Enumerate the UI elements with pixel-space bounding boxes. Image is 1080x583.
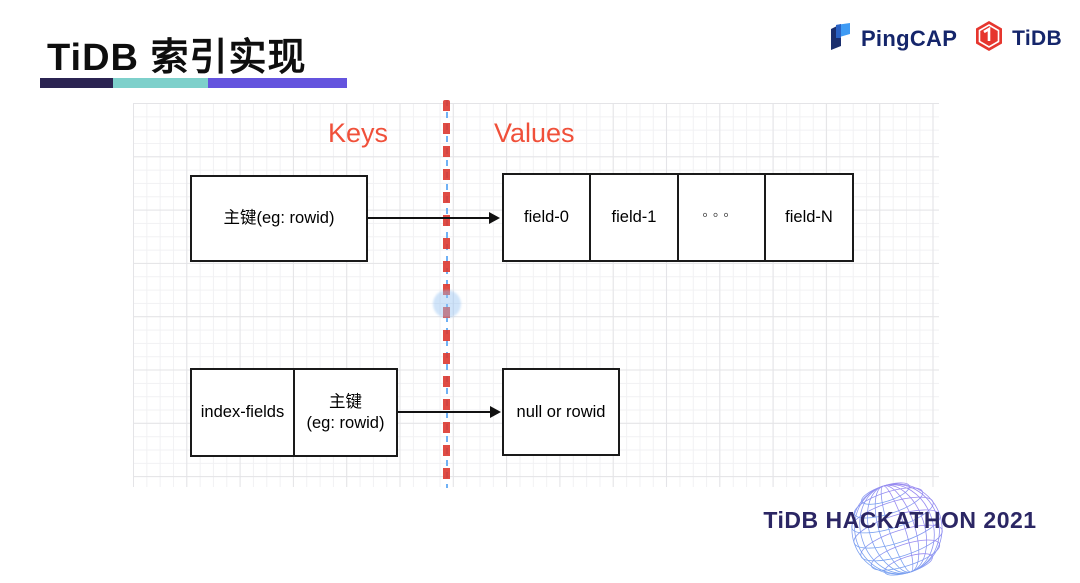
pointer-highlight-blob xyxy=(433,290,461,318)
row1-values-box: field-0 field-1 。。。 field-N xyxy=(502,173,854,262)
title-underline-bar xyxy=(40,78,347,88)
page-title: TiDB 索引实现 xyxy=(47,37,307,79)
tidb-cube-icon xyxy=(973,20,1005,57)
index-primary-key-line1: 主键 xyxy=(329,392,362,411)
title-bar-segment-teal xyxy=(113,78,208,88)
wireframe-globe-icon xyxy=(848,480,946,583)
title-bar-segment-purple xyxy=(208,78,347,88)
index-primary-key-cell: 主键 (eg: rowid) xyxy=(293,368,398,457)
tidb-logo: TiDB xyxy=(973,20,1062,57)
divider-red-dashes xyxy=(443,100,450,488)
pingcap-logo: PingCAP xyxy=(828,21,957,56)
row2-key-box: index-fields 主键 (eg: rowid) xyxy=(190,368,398,457)
row1-arrow xyxy=(368,212,500,224)
field-n-cell: field-N xyxy=(764,173,854,262)
row2-arrow xyxy=(398,406,501,418)
index-fields-cell: index-fields xyxy=(190,368,295,457)
values-column-label: Values xyxy=(494,118,575,148)
index-primary-key-line2: (eg: rowid) xyxy=(306,413,385,432)
pingcap-logo-label: PingCAP xyxy=(860,25,958,51)
keys-values-divider-line xyxy=(442,100,452,488)
tidb-logo-label: TiDB xyxy=(1012,26,1062,50)
pingcap-flag-icon xyxy=(828,21,854,56)
null-or-rowid-cell: null or rowid xyxy=(502,368,620,456)
primary-key-cell: 主键(eg: rowid) xyxy=(190,175,368,262)
hackathon-wordmark: TiDB HACKATHON 2021 xyxy=(763,507,1037,533)
keys-column-label: Keys xyxy=(328,118,389,148)
row1-key-box: 主键(eg: rowid) xyxy=(190,175,368,262)
field-1-cell: field-1 xyxy=(589,173,679,262)
title-bar-segment-navy xyxy=(40,78,113,88)
row2-value-box: null or rowid xyxy=(502,368,620,456)
logo-strip: PingCAP TiDB xyxy=(828,20,1062,57)
field-0-cell: field-0 xyxy=(502,173,591,262)
ellipsis-cell: 。。。 xyxy=(677,173,766,262)
